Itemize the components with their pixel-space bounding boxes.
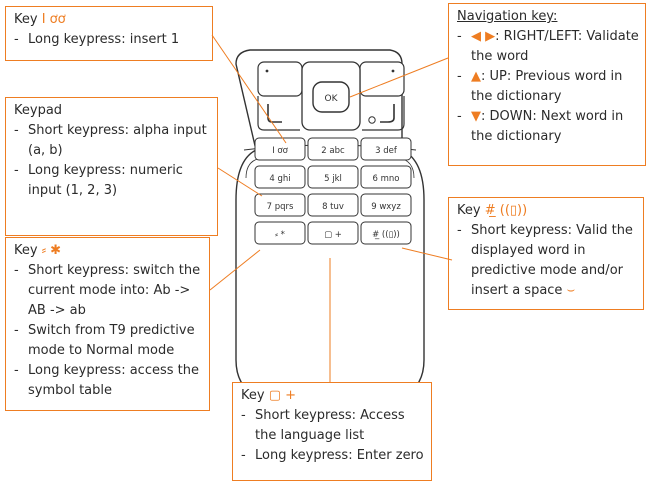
key-star-symbol: ⸗ ✱ bbox=[41, 243, 62, 258]
end-key[interactable] bbox=[362, 96, 405, 131]
keypad-key[interactable]: ⸗ * bbox=[254, 221, 306, 245]
keypad-key[interactable]: 8 tuv bbox=[307, 193, 359, 217]
keypad-key-label: 3 def bbox=[375, 146, 398, 156]
list-item: -Long keypress: access the symbol table bbox=[14, 363, 199, 398]
keypad-key-label: 6 mno bbox=[373, 174, 400, 184]
keypad-key[interactable]: #̲ ((▯)) bbox=[360, 221, 412, 245]
list-item: -Long keypress: numeric input (1, 2, 3) bbox=[14, 163, 183, 198]
keypad-key-label: 8 tuv bbox=[322, 202, 344, 212]
keypad-key-label: 9 wxyz bbox=[371, 202, 401, 212]
key-hash-callout: Key #̲ ((▯)) - Short keypress: Valid the… bbox=[448, 197, 644, 310]
keypad-key-label: 5 jkl bbox=[324, 174, 342, 184]
key-star-title: Key ⸗ ✱ bbox=[14, 243, 62, 258]
navigation-key-callout: Navigation key: - ◀ ▶: RIGHT/LEFT: Valid… bbox=[448, 3, 646, 166]
keypad-key-label: 4 ghi bbox=[269, 174, 290, 184]
key-zero-callout: Key ▢ + -Short keypress: Access the lang… bbox=[232, 382, 432, 481]
keypad: I ơơ 2 abc 3 def 4 ghi 5 jkl 6 mno 7 pqrs 8 tuv… bbox=[254, 137, 412, 245]
space-icon: ⌣ bbox=[566, 283, 576, 298]
list-item: -Switch from T9 predictive mode to Norma… bbox=[14, 323, 195, 358]
softkey-right[interactable] bbox=[359, 61, 405, 97]
keypad-key[interactable]: ▢ + bbox=[307, 221, 359, 245]
key-zero-symbol: ▢ + bbox=[268, 388, 297, 403]
keypad-key[interactable]: 7 pqrs bbox=[254, 193, 306, 217]
navigation-title: Navigation key: bbox=[457, 9, 558, 24]
keypad-key[interactable]: 3 def bbox=[360, 137, 412, 161]
key-star-callout: Key ⸗ ✱ -Short keypress: switch the curr… bbox=[5, 237, 210, 411]
keypad-key-label: 2 abc bbox=[321, 146, 345, 156]
navigation-pad[interactable]: OK bbox=[301, 61, 361, 131]
key-1-title: Key I ơơ bbox=[14, 12, 66, 27]
keypad-key-label: #̲ ((▯)) bbox=[372, 230, 400, 240]
key-hash-symbol: #̲ ((▯)) bbox=[484, 203, 528, 218]
key-1-callout: Key I ơơ -Long keypress: insert 1 bbox=[5, 6, 213, 61]
key-1-symbol: I ơơ bbox=[41, 12, 66, 27]
keypad-key-label: ▢ + bbox=[324, 230, 342, 240]
list-item: -Short keypress: switch the current mode… bbox=[14, 263, 201, 318]
keypad-key-label: I ơơ bbox=[272, 146, 288, 156]
up-arrow-icon: ▲ bbox=[471, 69, 481, 84]
list-item: - ▼: DOWN: Next word in the dictionary bbox=[457, 109, 624, 144]
keypad-callout: Keypad -Short keypress: alpha input (a, … bbox=[5, 97, 218, 236]
keypad-title: Keypad bbox=[14, 103, 63, 118]
keypad-key[interactable]: 5 jkl bbox=[307, 165, 359, 189]
key-zero-title: Key ▢ + bbox=[241, 388, 297, 403]
list-item: -Short keypress: alpha input (a, b) bbox=[14, 123, 207, 158]
keypad-key[interactable]: I ơơ bbox=[254, 137, 306, 161]
list-item: - ◀ ▶: RIGHT/LEFT: Validate the word bbox=[457, 29, 639, 64]
list-item: - Short keypress: Valid the displayed wo… bbox=[457, 223, 633, 298]
keypad-key[interactable]: 4 ghi bbox=[254, 165, 306, 189]
down-arrow-icon: ▼ bbox=[471, 109, 481, 124]
list-item: -Long keypress: insert 1 bbox=[14, 32, 180, 47]
keypad-key-label: ⸗ * bbox=[275, 230, 285, 240]
list-item: - ▲: UP: Previous word in the dictionary bbox=[457, 69, 623, 104]
keypad-key[interactable]: 6 mno bbox=[360, 165, 412, 189]
softkey-left[interactable] bbox=[257, 61, 303, 97]
keypad-key[interactable]: 9 wxyz bbox=[360, 193, 412, 217]
left-right-arrows-icon: ◀ ▶ bbox=[471, 29, 496, 44]
key-hash-title: Key #̲ ((▯)) bbox=[457, 203, 528, 218]
list-item: -Long keypress: Enter zero bbox=[241, 448, 424, 463]
ok-label: OK bbox=[325, 94, 339, 104]
keypad-key[interactable]: 2 abc bbox=[307, 137, 359, 161]
list-item: -Short keypress: Access the language lis… bbox=[241, 408, 405, 443]
keypad-key-label: 7 pqrs bbox=[267, 202, 294, 212]
